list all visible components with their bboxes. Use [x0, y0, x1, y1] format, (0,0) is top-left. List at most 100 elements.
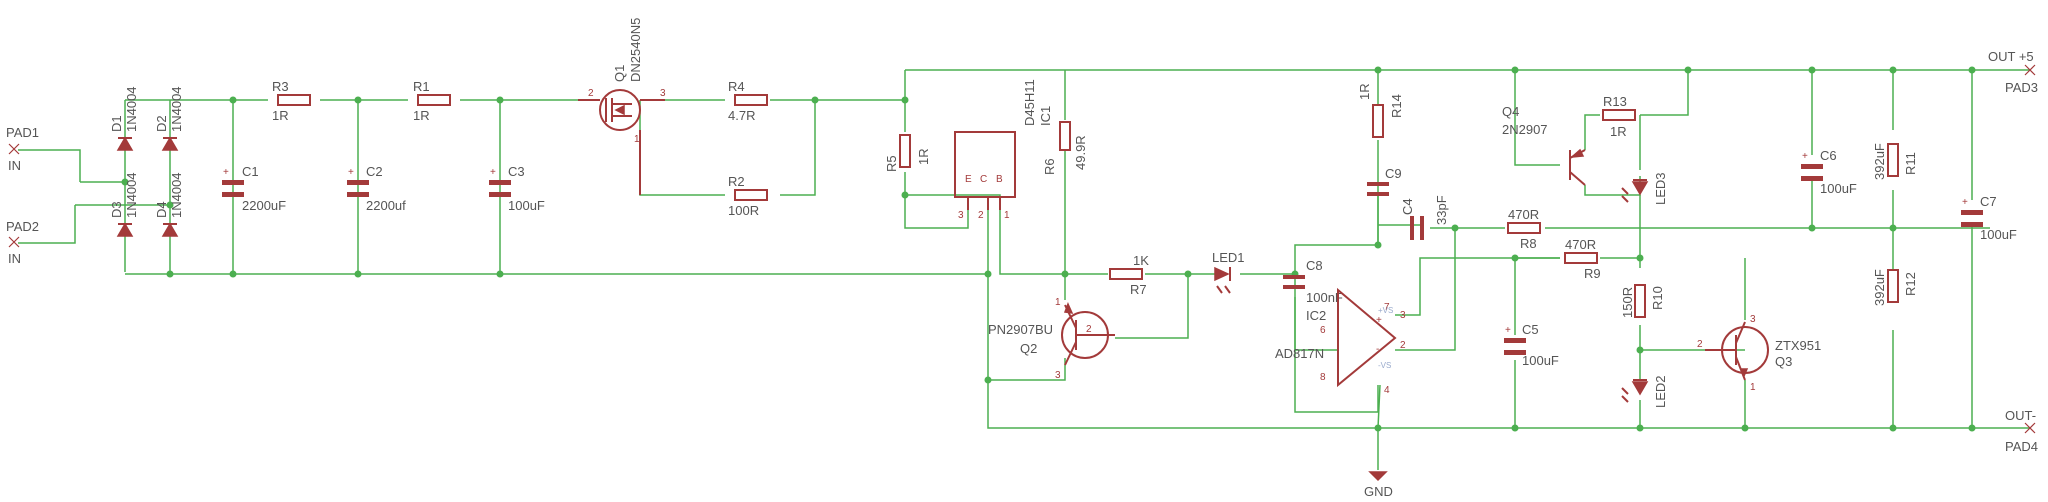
- led2-name: LED2: [1653, 375, 1668, 408]
- svg-text:1: 1: [634, 134, 640, 145]
- capacitor-c3[interactable]: + C3 100uF: [489, 164, 545, 213]
- transistor-q4[interactable]: Q4 2N2907: [1502, 104, 1586, 186]
- resistor-r6[interactable]: R6 49.9R: [1042, 121, 1088, 175]
- pad2[interactable]: PAD2 IN: [6, 219, 39, 266]
- resistor-r7[interactable]: 1K R7: [1109, 253, 1149, 297]
- svg-text:2: 2: [978, 210, 984, 221]
- r6-value: 49.9R: [1073, 135, 1088, 170]
- resistor-r9[interactable]: 470R R9: [1564, 237, 1601, 281]
- transistor-q1[interactable]: 2 3 1 Q1 DN2540N5: [578, 18, 666, 195]
- r14-name: R14: [1389, 94, 1404, 118]
- r8-value: 470R: [1508, 207, 1539, 222]
- d3-name: D3: [109, 201, 124, 218]
- r13-name: R13: [1603, 94, 1627, 109]
- capacitor-c7[interactable]: + C7 100uF: [1961, 194, 2017, 242]
- resistor-r12[interactable]: 392uF R12: [1872, 269, 1918, 306]
- q3-value: ZTX951: [1775, 338, 1821, 353]
- q3-name: Q3: [1775, 354, 1792, 369]
- diode-d2[interactable]: D2 1N4004: [154, 86, 184, 151]
- c7-name: C7: [1980, 194, 1997, 209]
- capacitor-c5[interactable]: + C5 100uF: [1504, 322, 1559, 368]
- svg-text:8: 8: [1320, 372, 1326, 383]
- led-led1[interactable]: LED1: [1212, 250, 1245, 294]
- r5-name: R5: [884, 155, 899, 172]
- pad3[interactable]: OUT +5 PAD3: [1988, 49, 2038, 95]
- pad3-signal: OUT +5: [1988, 49, 2034, 64]
- d4-value: 1N4004: [169, 172, 184, 218]
- pad3-name: PAD3: [2005, 80, 2038, 95]
- resistor-r10[interactable]: 150R R10: [1620, 284, 1665, 318]
- resistor-r8[interactable]: 470R R8: [1507, 207, 1541, 251]
- svg-text:-VS: -VS: [1378, 361, 1391, 370]
- r11-value: 392uF: [1872, 143, 1887, 180]
- pad4[interactable]: OUT- PAD4: [2005, 408, 2038, 454]
- c6-value: 100uF: [1820, 181, 1857, 196]
- svg-text:3: 3: [1400, 310, 1406, 321]
- r1-value: 1R: [413, 108, 430, 123]
- pad4-signal: OUT-: [2005, 408, 2036, 423]
- capacitor-c2[interactable]: + C2 2200uf: [347, 164, 406, 213]
- d2-name: D2: [154, 115, 169, 132]
- resistor-r1[interactable]: R1 1R: [413, 79, 451, 123]
- c6-name: C6: [1820, 148, 1837, 163]
- capacitor-c6[interactable]: + C6 100uF: [1801, 148, 1857, 196]
- resistor-r14[interactable]: 1R R14: [1357, 83, 1404, 138]
- r2-name: R2: [728, 174, 745, 189]
- r12-name: R12: [1903, 272, 1918, 296]
- transistor-q3[interactable]: 2 3 1 ZTX951 Q3: [1697, 314, 1821, 393]
- resistor-r4[interactable]: R4 4.7R: [728, 79, 768, 123]
- capacitor-c9[interactable]: C9: [1367, 166, 1402, 196]
- q1-value: DN2540N5: [628, 18, 643, 82]
- svg-text:2: 2: [1400, 340, 1406, 351]
- resistor-r3[interactable]: R3 1R: [272, 79, 311, 123]
- c8-name: C8: [1306, 258, 1323, 273]
- svg-text:7: 7: [1384, 302, 1390, 313]
- r13-value: 1R: [1610, 124, 1627, 139]
- svg-text:3: 3: [660, 88, 666, 99]
- r6-name: R6: [1042, 158, 1057, 175]
- c5-value: 100uF: [1522, 353, 1559, 368]
- led3-name: LED3: [1653, 172, 1668, 205]
- svg-text:1: 1: [1055, 297, 1061, 308]
- pad2-signal: IN: [8, 251, 21, 266]
- c2-name: C2: [366, 164, 383, 179]
- r5-value: 1R: [916, 148, 931, 165]
- svg-text:+: +: [348, 167, 354, 178]
- c9-name: C9: [1385, 166, 1402, 181]
- resistor-r11[interactable]: 392uF R11: [1872, 143, 1918, 180]
- ic1-regulator[interactable]: E C B 3 2 1 D45H11 IC1: [954, 79, 1053, 221]
- d3-value: 1N4004: [124, 172, 139, 218]
- diode-d3[interactable]: D3 1N4004: [109, 172, 139, 237]
- q4-value: 2N2907: [1502, 122, 1548, 137]
- svg-text:+VS: +VS: [1378, 306, 1393, 315]
- r12-value: 392uF: [1872, 269, 1887, 306]
- ic2-name: IC2: [1306, 308, 1326, 323]
- c3-value: 100uF: [508, 198, 545, 213]
- ic1-value: D45H11: [1022, 79, 1037, 126]
- capacitor-c8[interactable]: C8 100nF: [1283, 258, 1343, 305]
- pad1[interactable]: PAD1 IN: [6, 125, 39, 173]
- capacitor-c4[interactable]: C4 33pF: [1400, 195, 1449, 240]
- led-led2[interactable]: LED2: [1621, 375, 1668, 408]
- svg-text:6: 6: [1320, 325, 1326, 336]
- resistor-r5[interactable]: R5 1R: [884, 134, 931, 172]
- transistor-q2[interactable]: 2 1 3 PN2907BU Q2: [988, 297, 1115, 381]
- q4-name: Q4: [1502, 104, 1519, 119]
- led-led3[interactable]: LED3: [1621, 172, 1668, 205]
- c3-name: C3: [508, 164, 525, 179]
- ic2-opamp[interactable]: 7 6 8 4 3 2 + - +VS -VS IC2 AD817N: [1275, 287, 1406, 396]
- diode-d4[interactable]: D4 1N4004: [154, 172, 184, 237]
- pad2-name: PAD2: [6, 219, 39, 234]
- d1-value: 1N4004: [124, 86, 139, 132]
- r9-name: R9: [1584, 266, 1601, 281]
- svg-text:1: 1: [1750, 382, 1756, 393]
- resistor-r13[interactable]: R13 1R: [1602, 94, 1636, 139]
- ic1-pin-c: C: [980, 174, 987, 185]
- resistor-r2[interactable]: R2 100R: [728, 174, 768, 218]
- svg-text:+: +: [223, 167, 229, 178]
- svg-text:1: 1: [1004, 210, 1010, 221]
- gnd-label: GND: [1364, 484, 1393, 499]
- diode-d1[interactable]: D1 1N4004: [109, 86, 139, 151]
- q2-name: Q2: [1020, 341, 1037, 356]
- capacitor-c1[interactable]: + C1 2200uF: [222, 164, 286, 213]
